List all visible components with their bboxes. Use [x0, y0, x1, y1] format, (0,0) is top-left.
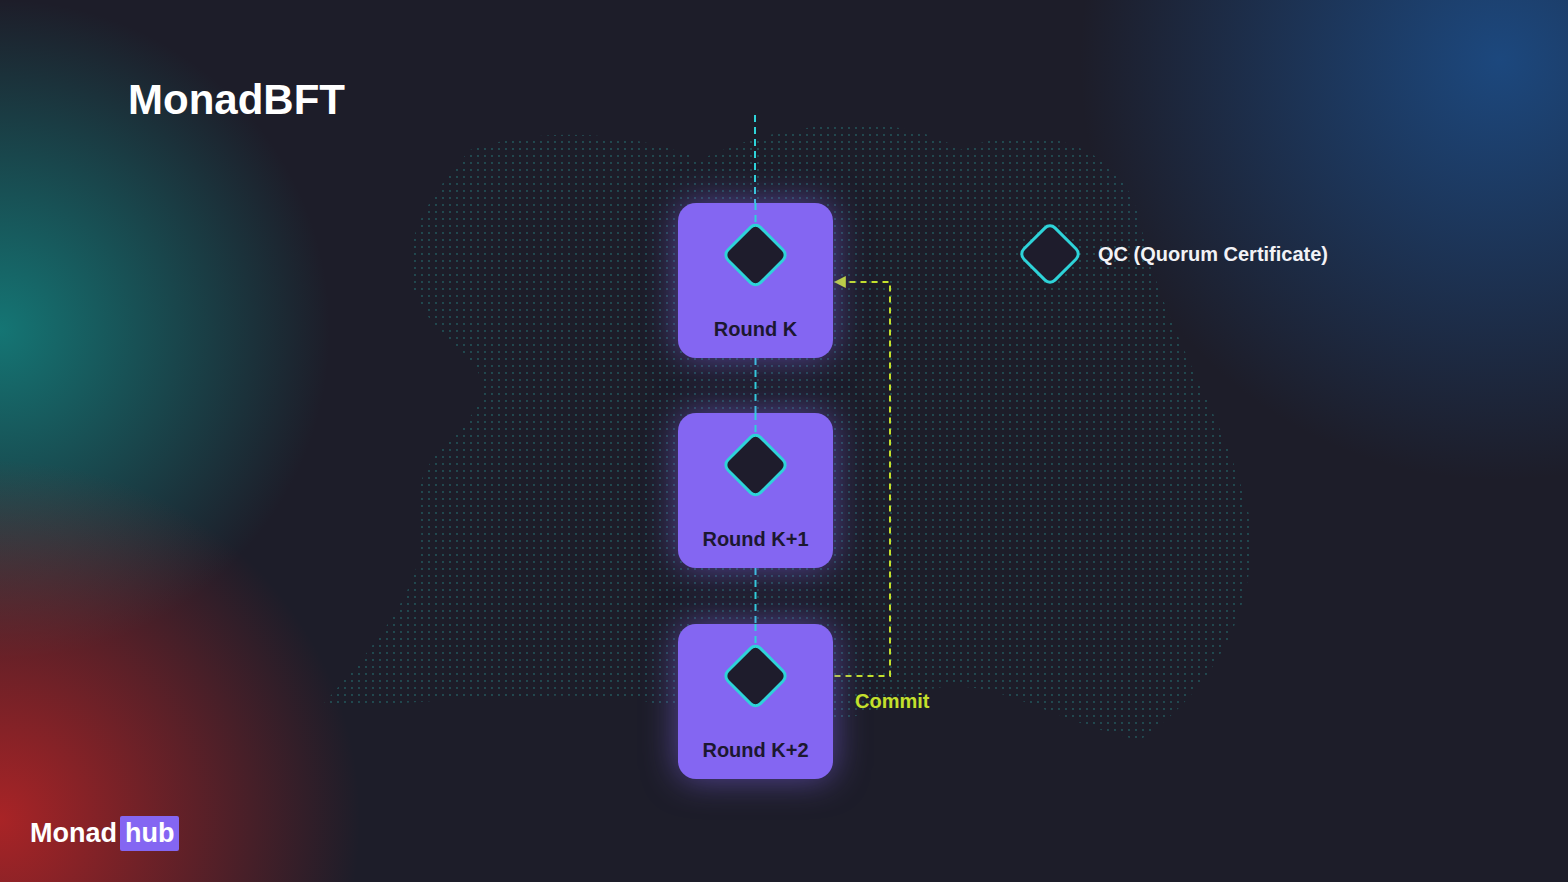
edge-label: Commit	[853, 690, 931, 713]
round-label: Round K+2	[678, 739, 833, 762]
round-box: Round K+2	[678, 624, 833, 779]
logo: Monadhub	[30, 813, 179, 853]
round-label: Round K+1	[678, 528, 833, 551]
round-box: Round K+1	[678, 413, 833, 568]
logo-text: Monad	[30, 818, 117, 849]
round-label: Round K	[678, 318, 833, 341]
chain-link	[755, 358, 757, 413]
logo-text: hub	[120, 816, 179, 851]
legend: QC (Quorum Certificate)	[1014, 218, 1328, 290]
round-box: Round K	[678, 203, 833, 358]
title: MonadBFT	[128, 76, 345, 124]
chain-line	[754, 115, 756, 203]
chain-link	[755, 568, 757, 624]
legend-text: QC (Quorum Certificate)	[1098, 243, 1328, 266]
legend-diamond	[1014, 218, 1086, 290]
